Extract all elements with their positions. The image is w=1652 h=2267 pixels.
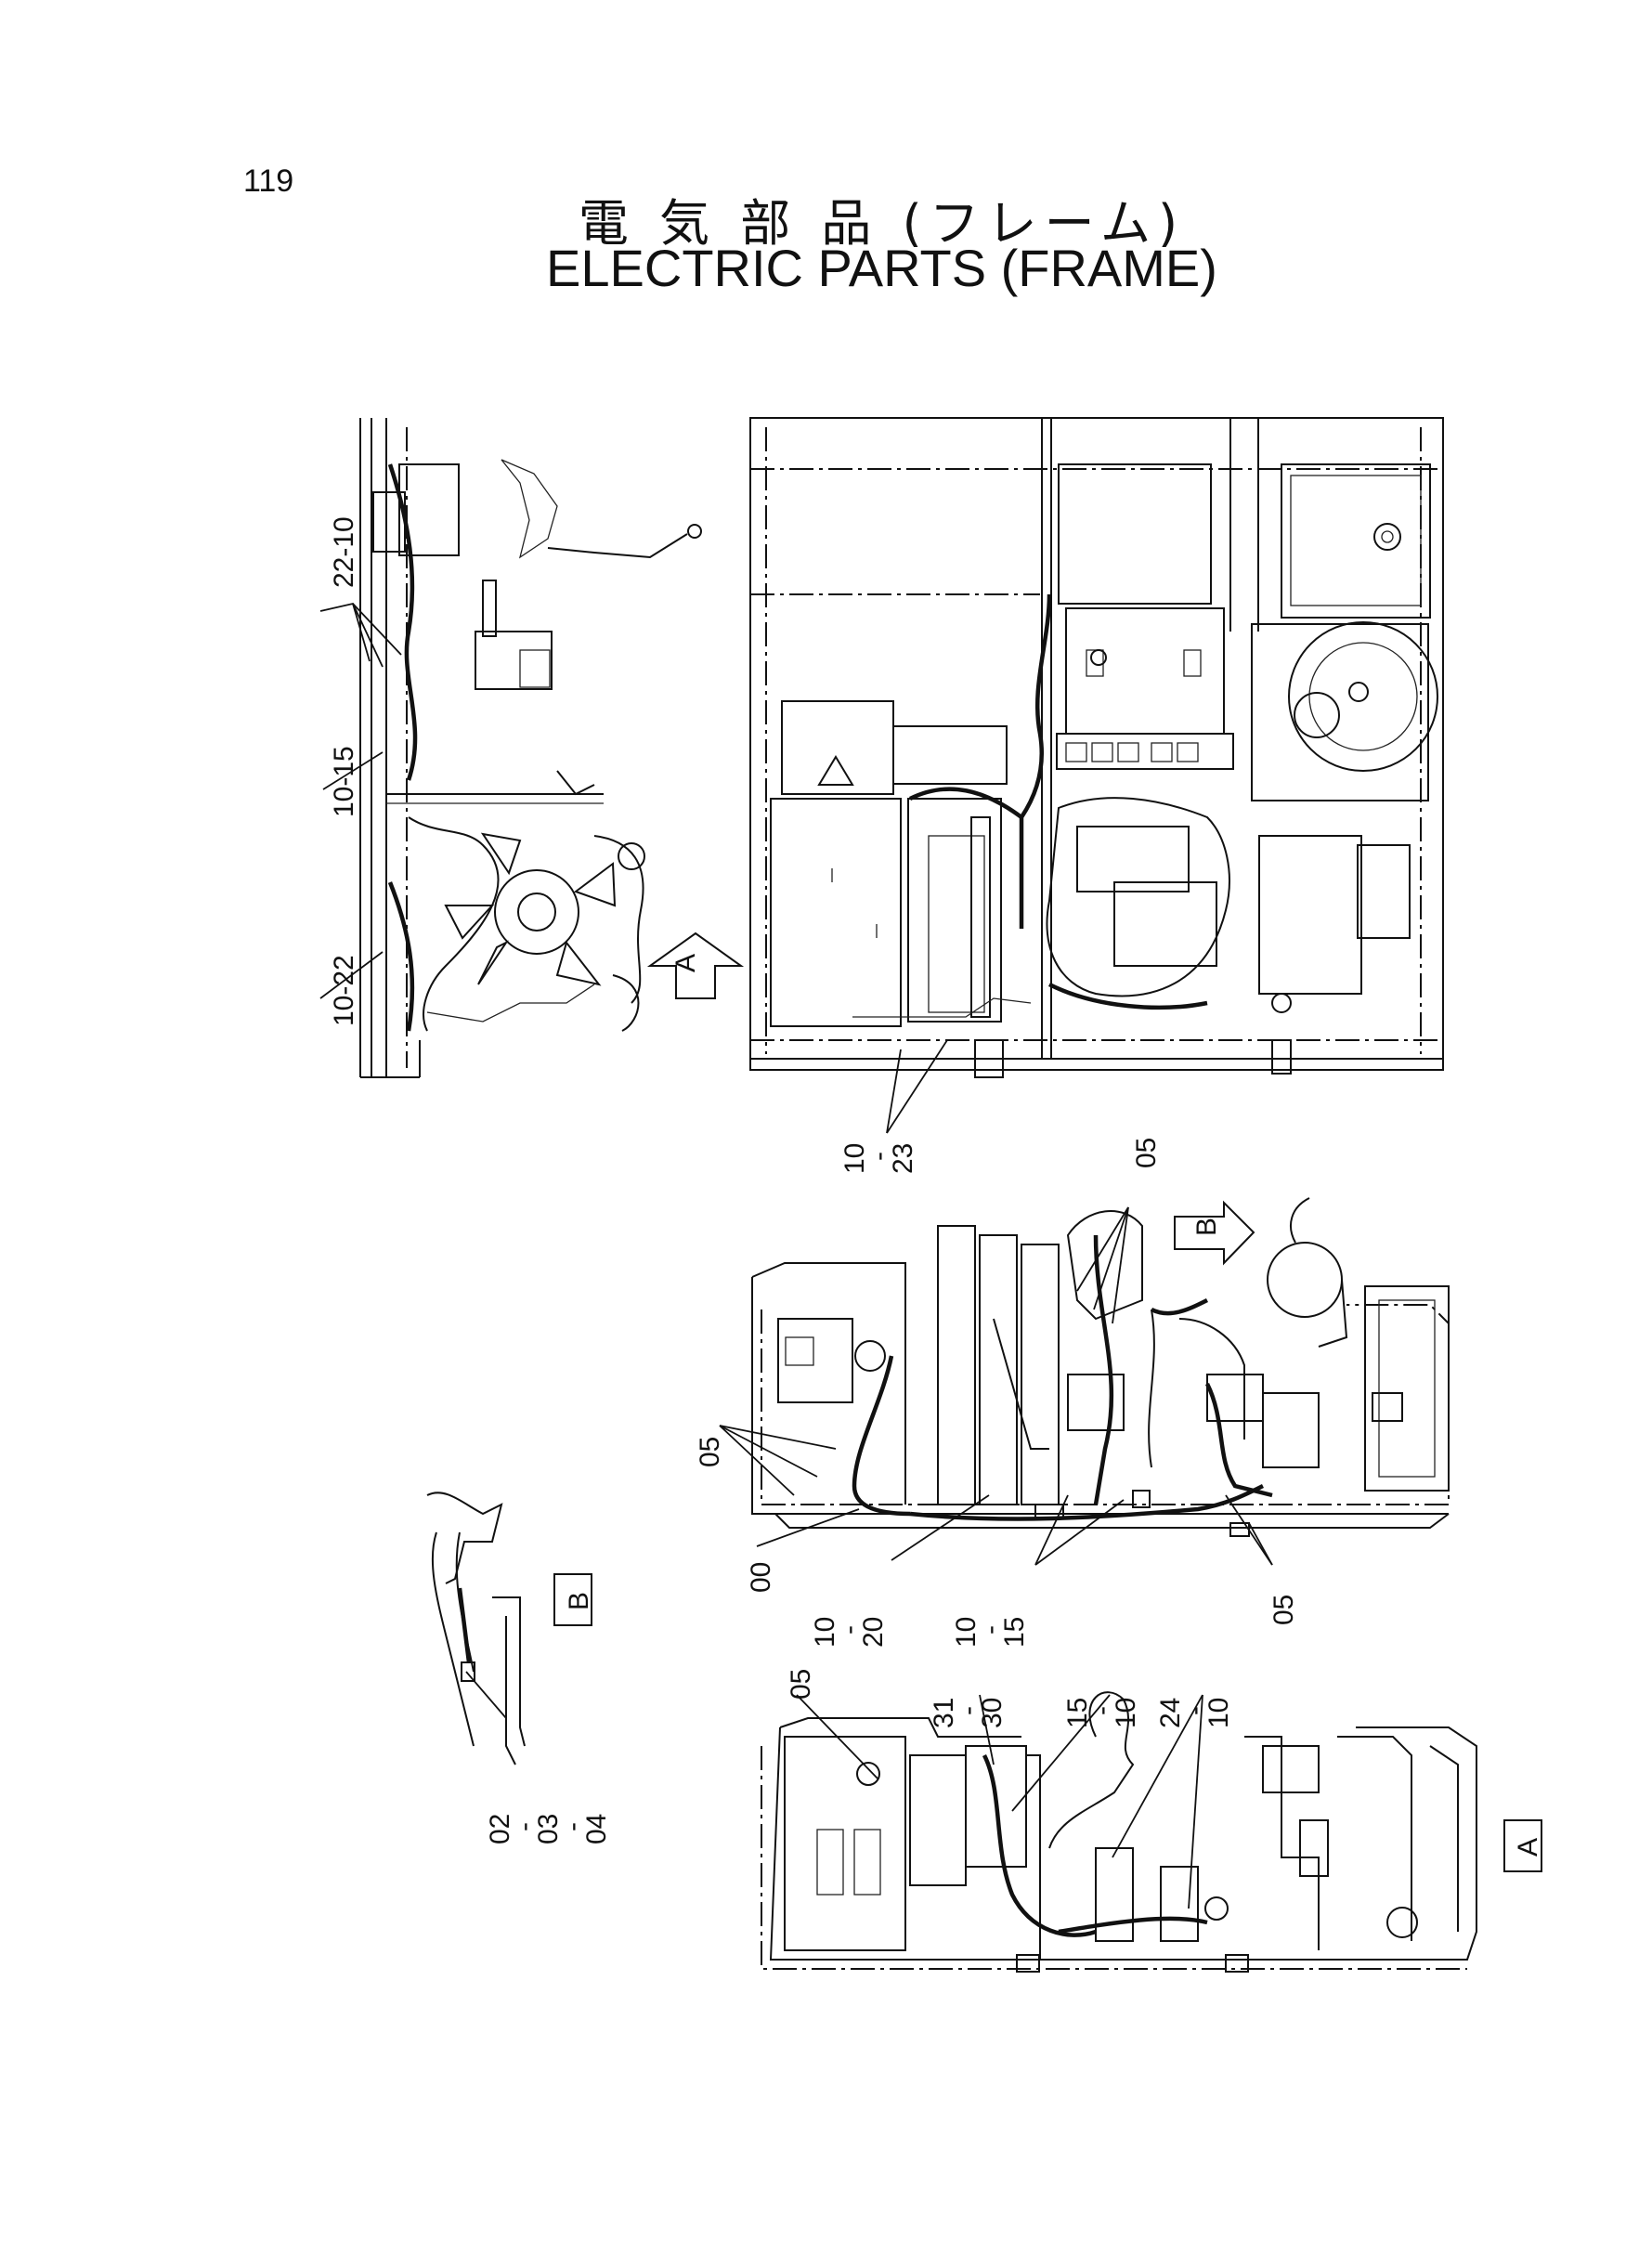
svg-text:10: 10: [1111, 1698, 1141, 1728]
view-label-b-box: B: [553, 1573, 594, 1626]
svg-text:03: 03: [533, 1814, 564, 1844]
plan-view-frame: [749, 417, 1444, 1078]
svg-text:-: -: [509, 1822, 540, 1831]
view-label-a: A: [1513, 1838, 1543, 1857]
svg-text:-: -: [864, 1152, 894, 1161]
view-label-b: B: [564, 1592, 594, 1610]
callout-10-20: 10 - 20: [810, 1617, 889, 1648]
callout-05-top: 05: [1131, 1138, 1162, 1168]
callout-10-22: 10-22: [329, 955, 359, 1026]
svg-text:10: 10: [951, 1617, 982, 1648]
callout-05-bottom: 05: [786, 1669, 816, 1700]
detail-b: [426, 1492, 526, 1765]
svg-text:15: 15: [1062, 1698, 1093, 1728]
leader-lines: [319, 602, 1273, 1909]
svg-text:-: -: [975, 1625, 1006, 1635]
callout-05-right: 05: [1268, 1595, 1299, 1625]
callout-10-23: 10 - 23: [839, 1143, 918, 1174]
svg-text:-: -: [953, 1706, 983, 1715]
svg-text:04: 04: [581, 1814, 612, 1844]
svg-text:10: 10: [810, 1617, 840, 1648]
page-number: 119: [243, 163, 294, 199]
title-english: ELECTRIC PARTS (FRAME): [546, 239, 1217, 297]
view-arrow-a: A: [646, 932, 745, 999]
svg-text:-: -: [1086, 1706, 1117, 1715]
callout-00: 00: [746, 1562, 776, 1593]
view-arrow-b: B: [1174, 1200, 1255, 1266]
callout-31-30: 31 - 30: [929, 1698, 1008, 1728]
svg-text:30: 30: [977, 1698, 1008, 1728]
side-view-engine: [359, 418, 702, 1078]
svg-text:-: -: [834, 1625, 865, 1635]
svg-text:31: 31: [929, 1698, 959, 1728]
svg-text:02: 02: [485, 1814, 515, 1844]
callout-10-15-mid: 10 - 15: [951, 1617, 1030, 1648]
svg-text:-: -: [557, 1822, 588, 1831]
callout-02-03-04: 02 - 03 - 04: [485, 1814, 612, 1844]
title-japanese: 電 気 部 品 (フレーム): [578, 194, 1186, 253]
svg-text:15: 15: [999, 1617, 1030, 1648]
arrow-b-label: B: [1191, 1218, 1222, 1236]
svg-text:20: 20: [858, 1617, 889, 1648]
callout-22-10: 22-10: [329, 516, 359, 588]
callout-10-15: 10-15: [329, 746, 359, 817]
callout-labels: 22-10 10-15 10-22 10 - 23 05 05 00 10 - …: [329, 516, 1299, 1844]
view-label-a-box: A: [1503, 1819, 1543, 1872]
callout-24-10: 24 - 10: [1155, 1698, 1234, 1728]
callout-15-10: 15 - 10: [1062, 1698, 1141, 1728]
arrow-a-label: A: [670, 954, 701, 972]
plan-view-a: [761, 1691, 1477, 1973]
svg-text:10: 10: [839, 1143, 870, 1174]
callout-05-left: 05: [695, 1437, 725, 1467]
svg-text:23: 23: [888, 1143, 918, 1174]
svg-text:-: -: [1179, 1706, 1210, 1715]
side-view-b: [751, 1197, 1450, 1537]
svg-text:24: 24: [1155, 1698, 1186, 1728]
svg-text:10: 10: [1203, 1698, 1234, 1728]
